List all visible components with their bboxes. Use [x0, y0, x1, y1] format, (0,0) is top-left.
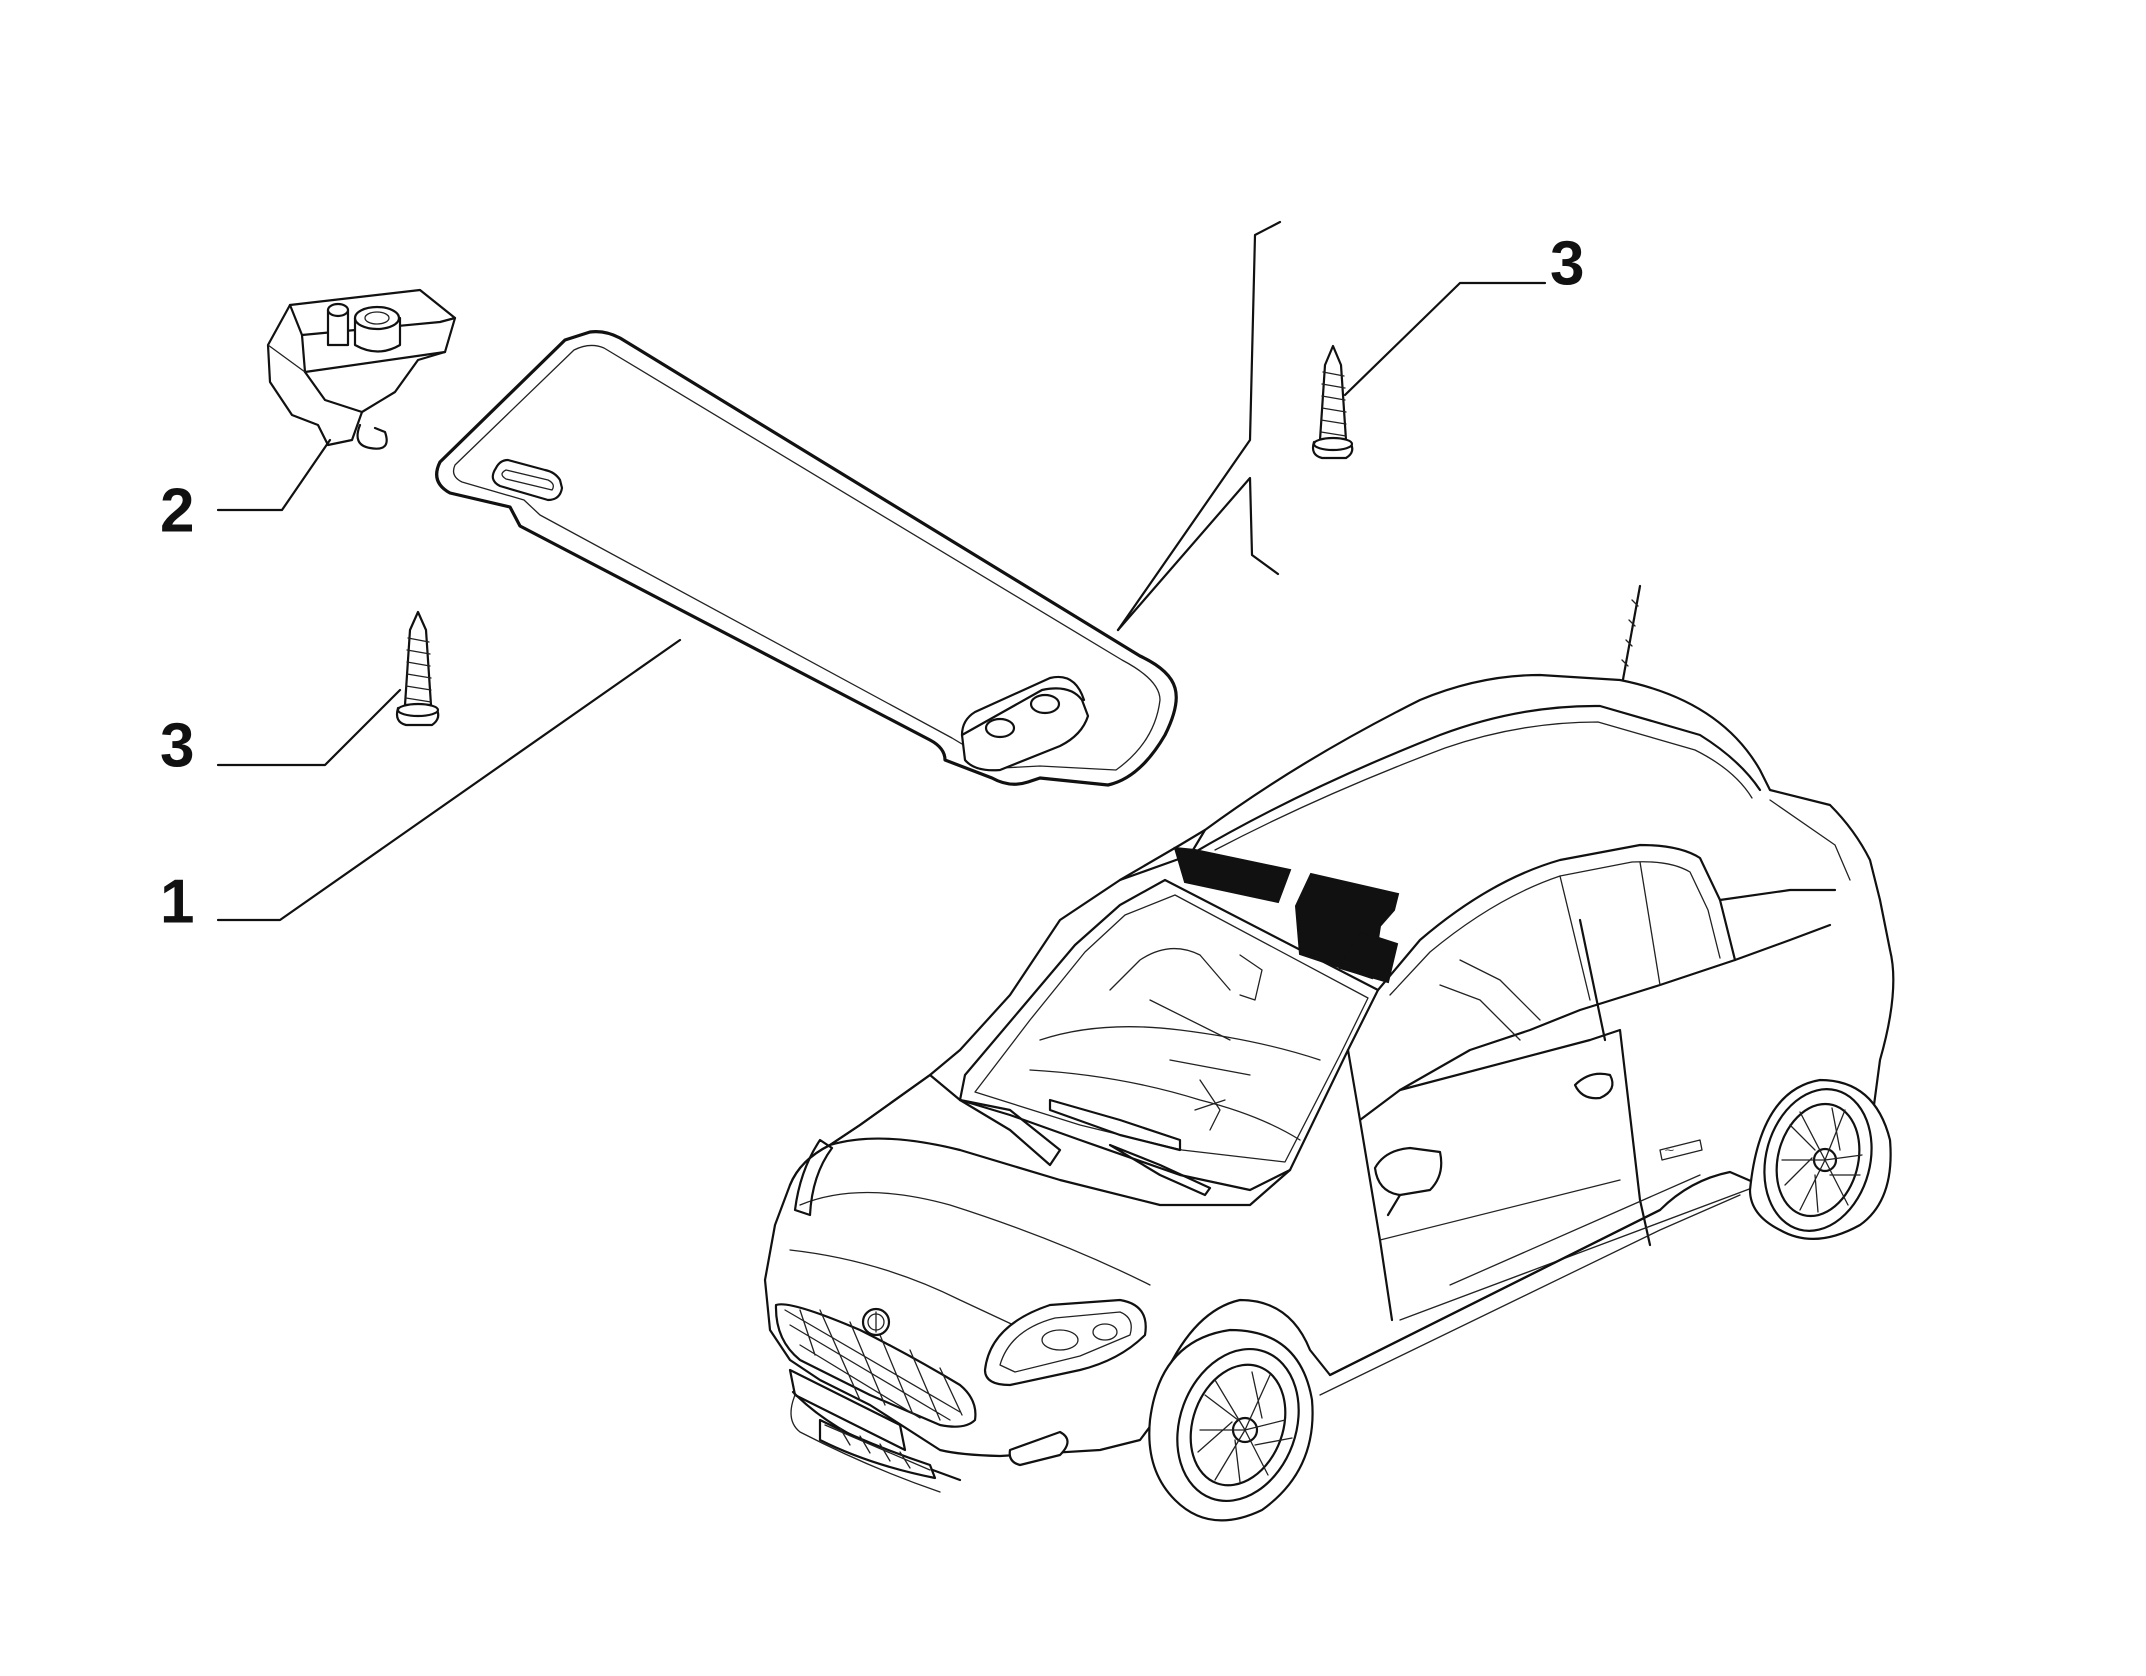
callout-3-left: 3 — [160, 711, 194, 780]
sun-visor[interactable] — [435, 330, 1178, 787]
vehicle-illustration: ⁓ — [763, 584, 1895, 1522]
front-wheel — [1148, 1328, 1314, 1522]
callout-1: 1 — [160, 867, 194, 936]
callout-3-right: 3 — [1550, 229, 1584, 298]
screw-right[interactable] — [1311, 344, 1354, 460]
lower-grille-mesh — [824, 1424, 931, 1471]
installation-leader-lines — [1116, 220, 1282, 632]
screw-left[interactable] — [395, 610, 440, 727]
grille-mesh — [784, 1309, 963, 1421]
callout-leaders — [216, 281, 1547, 922]
callout-2: 2 — [160, 476, 194, 545]
visor-location-left — [1173, 846, 1292, 904]
visor-hinge-bracket[interactable] — [266, 288, 457, 450]
model-badge: ⁓ — [1665, 1145, 1674, 1155]
rear-wheel — [1748, 1078, 1892, 1240]
